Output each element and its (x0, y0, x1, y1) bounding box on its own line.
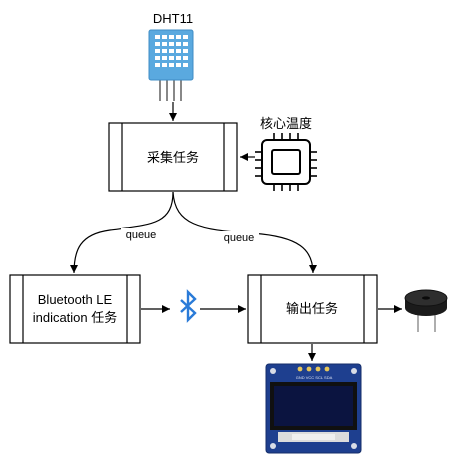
dht11-sensor: DHT11 (148, 11, 194, 101)
collect-task-box: 采集任务 (108, 122, 238, 192)
ble-task-label-line1: Bluetooth LE (38, 292, 113, 307)
oled-display-icon: GND VCC SCL SDA (265, 363, 362, 454)
oled-header-text: GND VCC SCL SDA (296, 375, 333, 380)
queue-edge-left (70, 191, 174, 274)
dht11-label: DHT11 (153, 11, 193, 26)
queue-left-label-bg (121, 228, 161, 241)
queue-right-label: queue (224, 232, 255, 244)
output-task-box: 输出任务 (247, 274, 378, 344)
ble-task-box: Bluetooth LE indication 任务 (9, 274, 141, 344)
ble-task-label-line2: indication 任务 (33, 310, 118, 325)
output-task-label: 输出任务 (286, 301, 338, 316)
queue-left-label: queue (126, 229, 157, 241)
cpu-temp-label: 核心温度 (260, 116, 312, 131)
buzzer-icon (404, 289, 448, 332)
bluetooth-icon (180, 289, 197, 323)
queue-right-label-bg (219, 231, 259, 244)
collect-task-label: 采集任务 (147, 150, 199, 165)
cpu-chip-icon: 核心温度 (255, 116, 317, 191)
